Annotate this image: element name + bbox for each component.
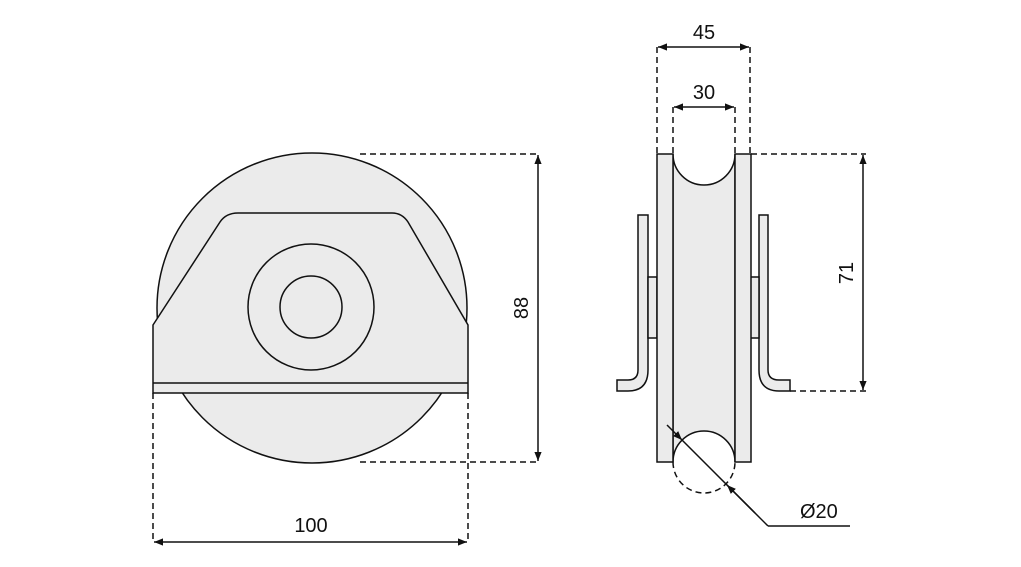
left-flange (656, 153, 674, 463)
diameter-leader-line (681, 439, 769, 527)
diameter-arrow (666, 424, 683, 441)
groove-dashed-circle (672, 461, 736, 494)
right-flange (734, 153, 752, 463)
side-view: 45 30 71 Ø20 (616, 22, 867, 527)
height-label: 88 (511, 297, 533, 319)
hub-outer-circle (247, 243, 375, 371)
left-hub-spacer (647, 276, 658, 339)
groove-width-label: 30 (693, 82, 715, 104)
front-view: 100 88 (152, 152, 542, 546)
outer-width-label: 45 (693, 22, 715, 44)
diameter-label: Ø20 (800, 501, 838, 523)
right-bracket (758, 214, 791, 392)
mount-height-label: 71 (836, 262, 858, 284)
diameter-arrow (726, 484, 756, 514)
wheel-groove-body (672, 153, 736, 463)
left-bracket (616, 214, 649, 392)
axle-hole-circle (279, 275, 343, 339)
bracket-plate (152, 212, 469, 394)
width-label: 100 (294, 515, 327, 537)
